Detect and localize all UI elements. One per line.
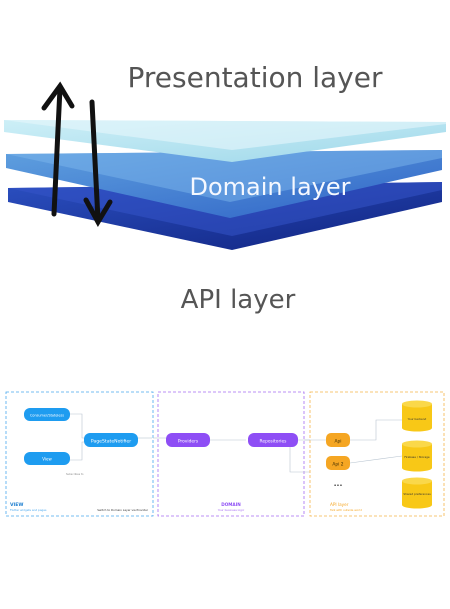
domain-subtitle: Your business logic: [218, 508, 245, 512]
layer-stack-illustration: Presentation layer Domain layer API laye…: [4, 61, 446, 315]
page-state-notifier-node[interactable]: [84, 433, 138, 447]
api2-node-label: Api 2: [332, 462, 343, 468]
view-node[interactable]: [24, 452, 70, 465]
api-subtitle: Talk with outside world: [329, 508, 362, 512]
view-edge-label: Subscribes to: [66, 472, 84, 476]
view-node-label: View: [42, 457, 52, 462]
api-layer-label: API layer: [181, 285, 296, 315]
domain-layer-label: Domain layer: [190, 173, 351, 201]
providers-node[interactable]: [166, 433, 210, 447]
page-state-notifier-label: PageStateNotifier: [91, 439, 131, 445]
view-panel: Consumer/Stateless PageStateNotifier Vie…: [5, 391, 154, 517]
shared-preferences-store-label: Shared preferences: [403, 492, 431, 496]
backend-store-label: Your backend: [408, 417, 427, 421]
architecture-diagram: Consumer/Stateless PageStateNotifier Vie…: [5, 391, 445, 517]
firebase-store-label: Firebase / Storage: [404, 455, 430, 459]
up-arrow-icon: [41, 81, 75, 217]
api2-node[interactable]: [326, 456, 350, 470]
api-node[interactable]: [326, 433, 350, 447]
consumer-node-label: Consumer/Stateless: [30, 414, 64, 418]
repositories-label: Repositories: [260, 439, 288, 445]
domain-panel: Providers Repositories DOMAIN Your busin…: [157, 391, 324, 517]
repositories-node[interactable]: [248, 433, 298, 447]
more-apis-ellipsis: •••: [334, 483, 343, 489]
view-note: Switch to Domain Layer via Provider: [97, 508, 149, 512]
view-subtitle: Flutter widgets and pages: [10, 508, 47, 512]
api-node-label: Api: [334, 439, 341, 445]
api-panel: Api Api 2 ••• Your backend Firebase / St…: [309, 391, 445, 517]
down-arrow-icon: [83, 99, 113, 228]
backend-store-icon: [402, 400, 432, 432]
presentation-slab: [4, 120, 446, 162]
shared-preferences-store-icon: [402, 477, 432, 509]
api-title: API layer: [330, 502, 349, 507]
view-title: VIEW: [10, 502, 23, 508]
providers-label: Providers: [178, 439, 199, 445]
presentation-layer-label: Presentation layer: [128, 61, 383, 94]
domain-title: DOMAIN: [221, 502, 241, 507]
consumer-node[interactable]: [24, 408, 70, 421]
firebase-store-icon: [402, 440, 432, 472]
domain-slab: [6, 150, 442, 218]
